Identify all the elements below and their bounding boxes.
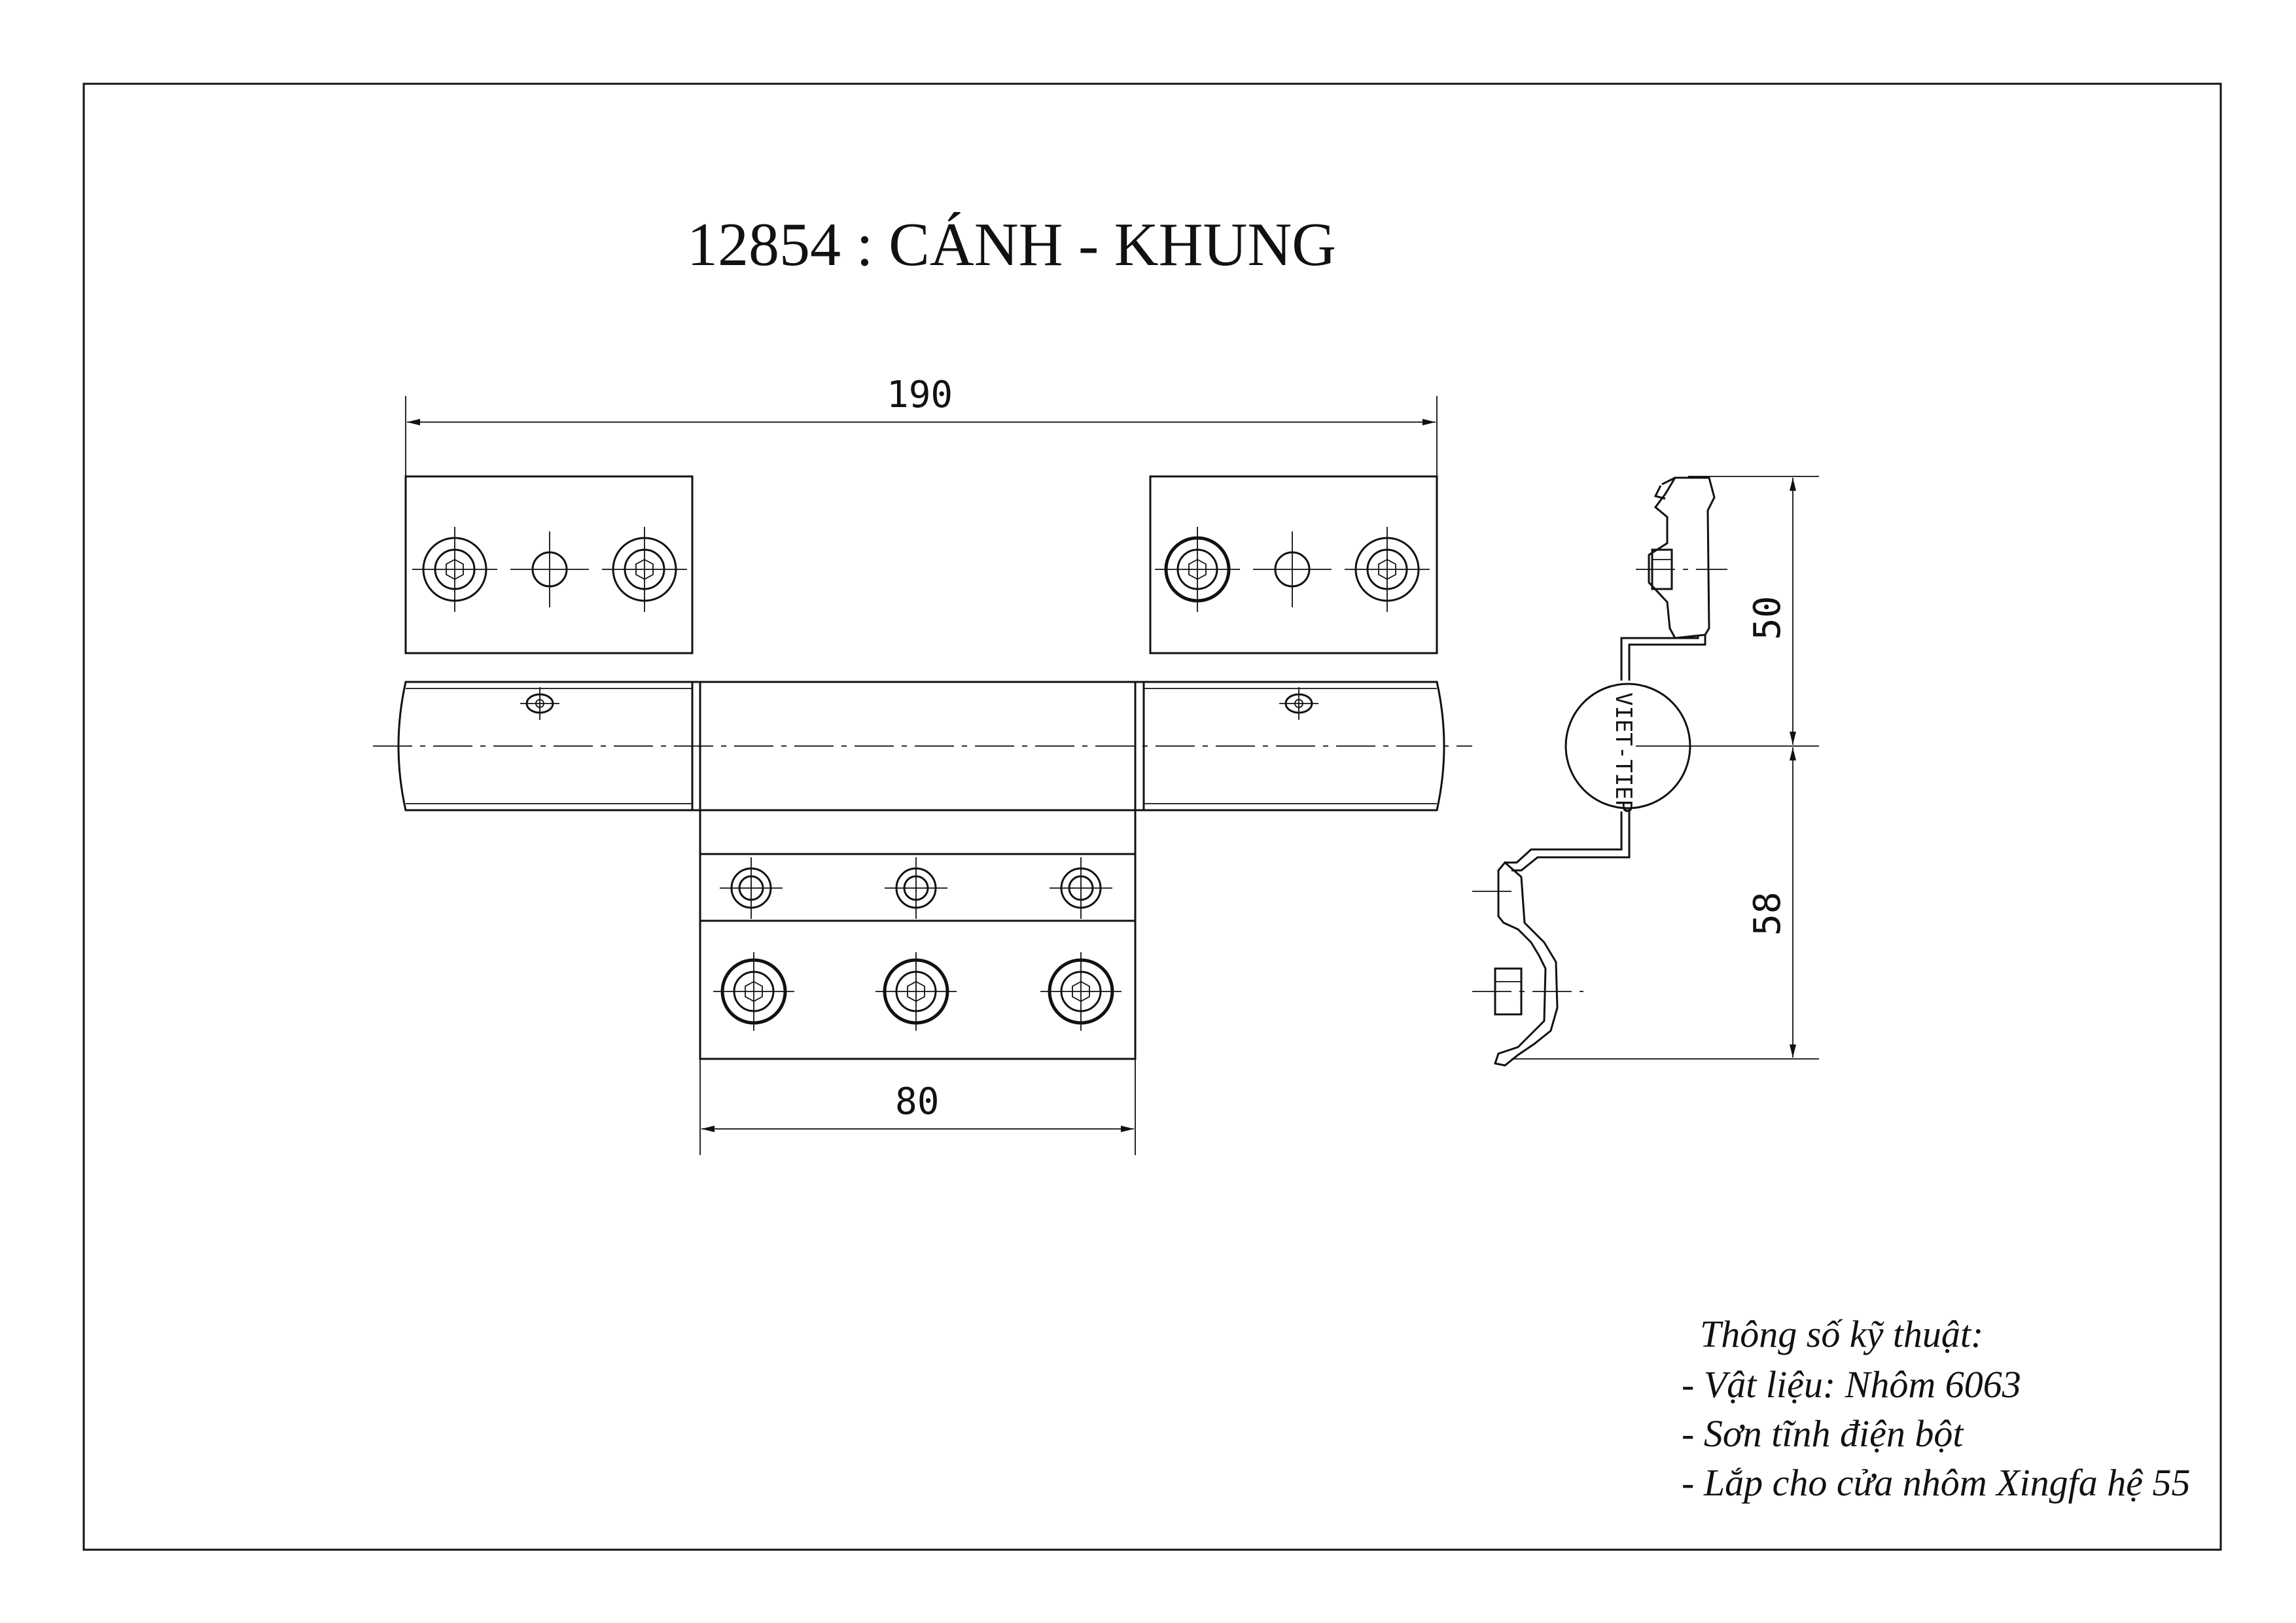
dimension-lower-height-label: 58 bbox=[1746, 892, 1789, 936]
pin-hole bbox=[510, 531, 589, 607]
pin-hole bbox=[1253, 531, 1332, 607]
spec-notes: Thông số kỹ thuật: - Vật liệu: Nhôm 6063… bbox=[1682, 1313, 2190, 1504]
dimension-middle-width: 80 bbox=[699, 1059, 1136, 1155]
screw-hole bbox=[875, 952, 957, 1031]
spec-item: - Sơn tĩnh điện bột bbox=[1682, 1412, 1964, 1455]
drawing-title: 12854 : CÁNH - KHUNG bbox=[687, 211, 1336, 279]
screw-hole bbox=[1155, 527, 1240, 612]
dimension-overall-width-label: 190 bbox=[887, 374, 953, 416]
upper-clamp-section bbox=[1648, 476, 1716, 639]
upper-arm-section bbox=[1620, 635, 1706, 681]
middle-leaf-plate bbox=[699, 809, 1137, 1060]
middle-leaf-holes-row1 bbox=[720, 857, 1112, 919]
dimension-lower-height: 58 bbox=[1511, 747, 1819, 1060]
dimension-overall-width: 190 bbox=[405, 374, 1438, 476]
drawing-frame bbox=[82, 82, 2222, 1551]
lower-clamp-section bbox=[1494, 861, 1559, 1067]
dimension-middle-width-label: 80 bbox=[895, 1080, 939, 1123]
dimension-upper-height-label: 50 bbox=[1746, 596, 1789, 640]
screw-hole bbox=[1345, 527, 1430, 612]
hinge-section-view: VIET-TIEP 50 58 bbox=[1472, 476, 1819, 1067]
middle-leaf-holes-row2 bbox=[713, 952, 1122, 1031]
barrel-set-screw bbox=[520, 687, 559, 720]
screw-hole bbox=[602, 527, 687, 612]
screw-hole bbox=[1050, 857, 1112, 919]
spec-item: - Vật liệu: Nhôm 6063 bbox=[1682, 1363, 2021, 1406]
screw-hole bbox=[1040, 952, 1122, 1031]
right-leaf-plate bbox=[1149, 475, 1438, 654]
hinge-barrel bbox=[397, 681, 1445, 812]
section-stamp: VIET-TIEP bbox=[1610, 692, 1636, 813]
hinge-front-view: 190 80 bbox=[373, 374, 1472, 1155]
screw-hole bbox=[412, 527, 497, 612]
screw-hole bbox=[713, 952, 794, 1031]
left-leaf-plate bbox=[404, 475, 694, 654]
barrel-set-screw bbox=[1279, 687, 1318, 720]
spec-item: - Lắp cho cửa nhôm Xingfa hệ 55 bbox=[1682, 1461, 2190, 1504]
lower-arm-section bbox=[1505, 812, 1631, 872]
dimension-upper-height: 50 bbox=[1636, 476, 1819, 747]
screw-hole bbox=[885, 857, 947, 919]
spec-heading: Thông số kỹ thuật: bbox=[1700, 1313, 1983, 1355]
screw-hole bbox=[720, 857, 783, 919]
leaf-screw-holes bbox=[412, 527, 1430, 612]
